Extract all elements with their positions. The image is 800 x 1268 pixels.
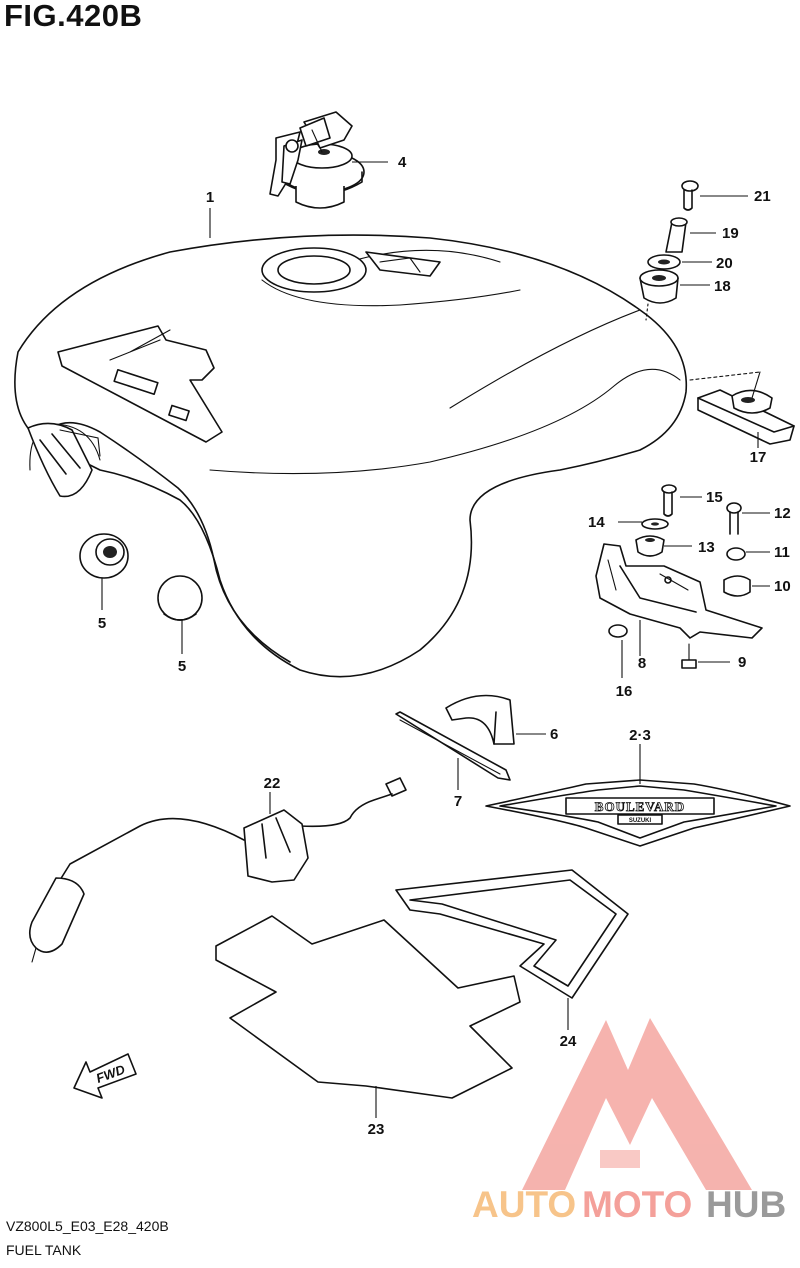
callout-10: 10 — [774, 578, 791, 595]
callout-22: 22 — [264, 775, 281, 792]
callout-16: 16 — [616, 683, 633, 700]
gasket-24 — [395, 869, 629, 999]
callout-15: 15 — [706, 489, 723, 506]
cushion-13 — [635, 535, 665, 557]
callout-11: 11 — [774, 544, 790, 561]
callout-4: 4 — [398, 154, 407, 171]
emblem-brand-text: BOULEVARD — [595, 799, 685, 814]
callout-23: 23 — [368, 1121, 385, 1138]
bolt-21 — [681, 180, 699, 211]
fuel-cap-assembly — [269, 111, 365, 209]
callout-6: 6 — [550, 726, 558, 743]
callout-14: 14 — [588, 514, 605, 531]
callout-8: 8 — [638, 655, 646, 672]
callout-19: 19 — [722, 225, 739, 242]
callout-1: 1 — [206, 189, 214, 206]
figure-name: FUEL TANK — [6, 1242, 82, 1258]
figure-title: FIG.420B — [4, 0, 143, 33]
bolt-9 — [681, 643, 697, 669]
fuel-level-gauge-22 — [28, 777, 407, 963]
callout-5a: 5 — [98, 615, 106, 632]
callout-7: 7 — [454, 793, 462, 810]
leader-lines — [101, 161, 770, 1118]
callout-9: 9 — [738, 654, 746, 671]
callout-numbers: 1 4 21 19 20 18 17 15 14 12 13 11 10 9 8… — [98, 154, 791, 1138]
cushion-cap — [157, 575, 203, 621]
washer-14 — [641, 518, 669, 530]
washer-20 — [647, 254, 681, 270]
bracket-8 — [595, 543, 763, 639]
emblem-sub-text: SUZUKI — [629, 818, 652, 824]
callout-24: 24 — [560, 1033, 577, 1050]
figure-code: VZ800L5_E03_E28_420B — [6, 1218, 169, 1234]
callout-5b: 5 — [178, 658, 186, 675]
callout-13: 13 — [698, 539, 715, 556]
callout-2-3: 2·3 — [629, 727, 651, 744]
watermark-logo — [522, 1018, 752, 1190]
callout-21: 21 — [754, 188, 771, 205]
callout-18: 18 — [714, 278, 731, 295]
cable-tie-7 — [395, 711, 511, 781]
cushion-ring — [79, 533, 129, 579]
rubber-clamp-6 — [445, 694, 515, 745]
bolt-12 — [726, 502, 742, 535]
cushion-18 — [639, 269, 679, 304]
watermark-auto: AUTO — [472, 1184, 576, 1225]
bolt-15 — [661, 484, 677, 517]
nut-11 — [726, 547, 746, 561]
fuel-tank — [14, 234, 688, 678]
pad-23 — [215, 915, 521, 1099]
callout-17: 17 — [750, 449, 767, 466]
watermark-hub: HUB — [706, 1184, 786, 1225]
watermark-moto: MOTO — [582, 1184, 692, 1225]
watermark-text: AUTO MOTO HUB — [472, 1184, 786, 1225]
collar-19 — [665, 217, 688, 253]
callout-20: 20 — [716, 255, 733, 272]
boulevard-emblem: BOULEVARD SUZUKI — [485, 779, 791, 847]
callout-12: 12 — [774, 505, 791, 522]
mount-pad-17 — [689, 371, 795, 445]
forward-direction-arrow: FWD — [73, 1053, 137, 1099]
nut-16 — [608, 624, 628, 638]
grommet-10 — [723, 575, 751, 597]
